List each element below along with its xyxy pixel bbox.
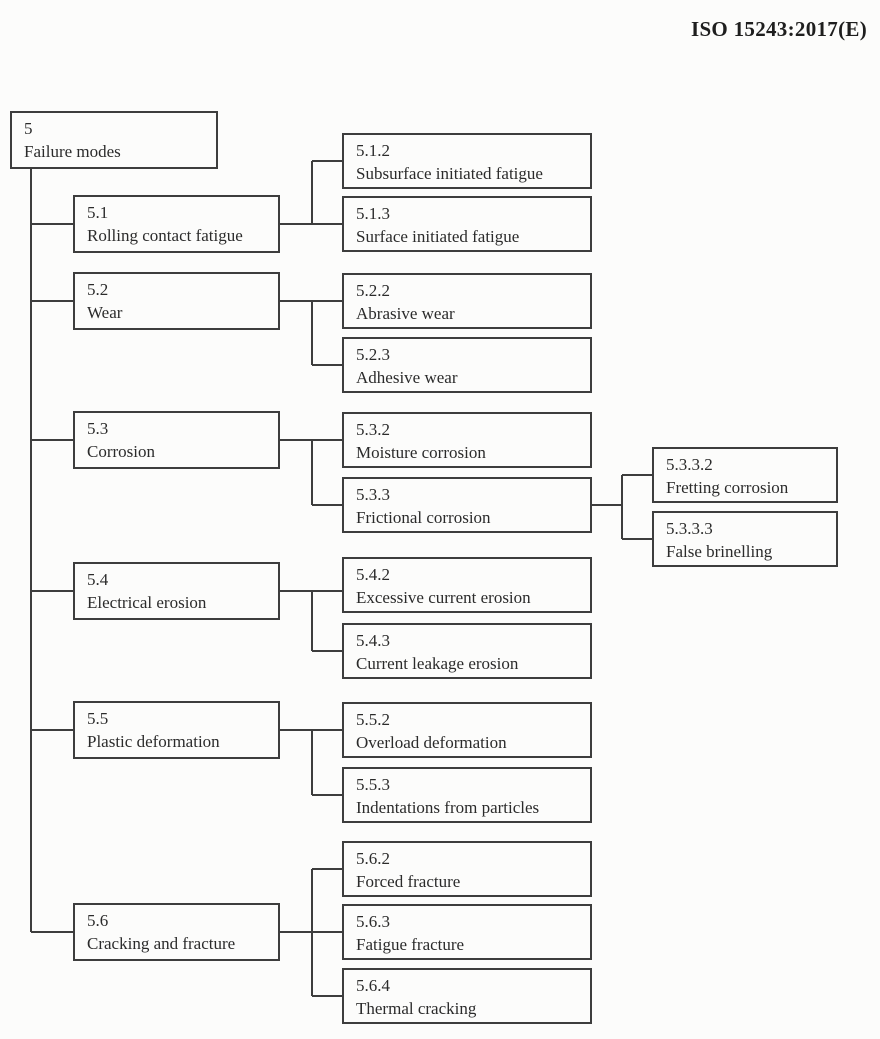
connector-branch-5-2 [280,300,342,366]
node-5-5: 5.5 Plastic deformation [73,701,280,759]
node-5-6-2: 5.6.2 Forced fracture [342,841,592,897]
node-label: False brinelling [666,542,773,561]
connector-branch-5-3-3 [592,474,652,540]
node-code: 5.3.2 [356,420,390,439]
node-5-4: 5.4 Electrical erosion [73,562,280,620]
node-label: Corrosion [87,442,155,461]
node-label: Abrasive wear [356,304,455,323]
node-code: 5.5 [87,709,109,728]
node-5-3-3-3: 5.3.3.3 False brinelling [652,511,838,567]
node-label: Failure modes [24,142,121,161]
node-5-2-3: 5.2.3 Adhesive wear [342,337,592,393]
node-label: Indentations from particles [356,798,540,817]
node-5-3-3-2: 5.3.3.2 Fretting corrosion [652,447,838,503]
node-code: 5.6.4 [356,976,390,995]
node-code: 5.5.2 [356,710,390,729]
connector-trunk [30,169,73,933]
node-label: Adhesive wear [356,368,458,387]
node-5-3: 5.3 Corrosion [73,411,280,469]
document-reference-title: ISO 15243:2017(E) [690,17,867,41]
connector-branch-5-4 [280,590,342,652]
node-code: 5.6.3 [356,912,390,931]
node-code: 5 [24,119,33,138]
node-5: 5 Failure modes [10,111,218,169]
node-5-6: 5.6 Cracking and fracture [73,903,280,961]
connector-branch-5-1 [280,160,342,225]
connector-branch-5-5 [280,729,342,796]
node-5-5-3: 5.5.3 Indentations from particles [342,767,592,823]
connector-branch-5-3 [280,439,342,506]
node-5-1-2: 5.1.2 Subsurface initiated fatigue [342,133,592,189]
node-label: Excessive current erosion [356,588,531,607]
node-label: Wear [87,303,123,322]
node-label: Current leakage erosion [356,654,519,673]
node-label: Surface initiated fatigue [356,227,520,246]
node-5-2: 5.2 Wear [73,272,280,330]
node-code: 5.3.3.3 [666,519,713,538]
node-label: Thermal cracking [356,999,477,1018]
node-label: Subsurface initiated fatigue [356,164,543,183]
node-label: Rolling contact fatigue [87,226,243,245]
node-label: Electrical erosion [87,593,207,612]
connector-branch-5-6 [280,868,342,997]
node-code: 5.1 [87,203,109,222]
node-label: Cracking and fracture [87,934,236,953]
node-5-5-2: 5.5.2 Overload deformation [342,702,592,758]
node-5-2-2: 5.2.2 Abrasive wear [342,273,592,329]
node-5-6-3: 5.6.3 Fatigue fracture [342,904,592,960]
node-code: 5.2 [87,280,109,299]
node-5-3-3: 5.3.3 Frictional corrosion [342,477,592,533]
node-code: 5.4.2 [356,565,390,584]
node-5-3-2: 5.3.2 Moisture corrosion [342,412,592,468]
node-code: 5.1.2 [356,141,390,160]
node-label: Fatigue fracture [356,935,465,954]
node-label: Plastic deformation [87,732,220,751]
node-code: 5.4.3 [356,631,390,650]
node-5-1-3: 5.1.3 Surface initiated fatigue [342,196,592,252]
node-code: 5.6.2 [356,849,390,868]
node-5-6-4: 5.6.4 Thermal cracking [342,968,592,1024]
node-code: 5.5.3 [356,775,390,794]
node-code: 5.4 [87,570,109,589]
node-code: 5.3 [87,419,109,438]
node-label: Fretting corrosion [666,478,789,497]
node-label: Forced fracture [356,872,461,891]
node-5-1: 5.1 Rolling contact fatigue [73,195,280,253]
node-label: Frictional corrosion [356,508,491,527]
node-code: 5.3.3.2 [666,455,713,474]
node-5-4-3: 5.4.3 Current leakage erosion [342,623,592,679]
node-code: 5.2.3 [356,345,390,364]
node-code: 5.1.3 [356,204,390,223]
node-label: Moisture corrosion [356,443,486,462]
node-5-4-2: 5.4.2 Excessive current erosion [342,557,592,613]
node-code: 5.6 [87,911,109,930]
node-code: 5.3.3 [356,485,390,504]
node-code: 5.2.2 [356,281,390,300]
node-label: Overload deformation [356,733,507,752]
